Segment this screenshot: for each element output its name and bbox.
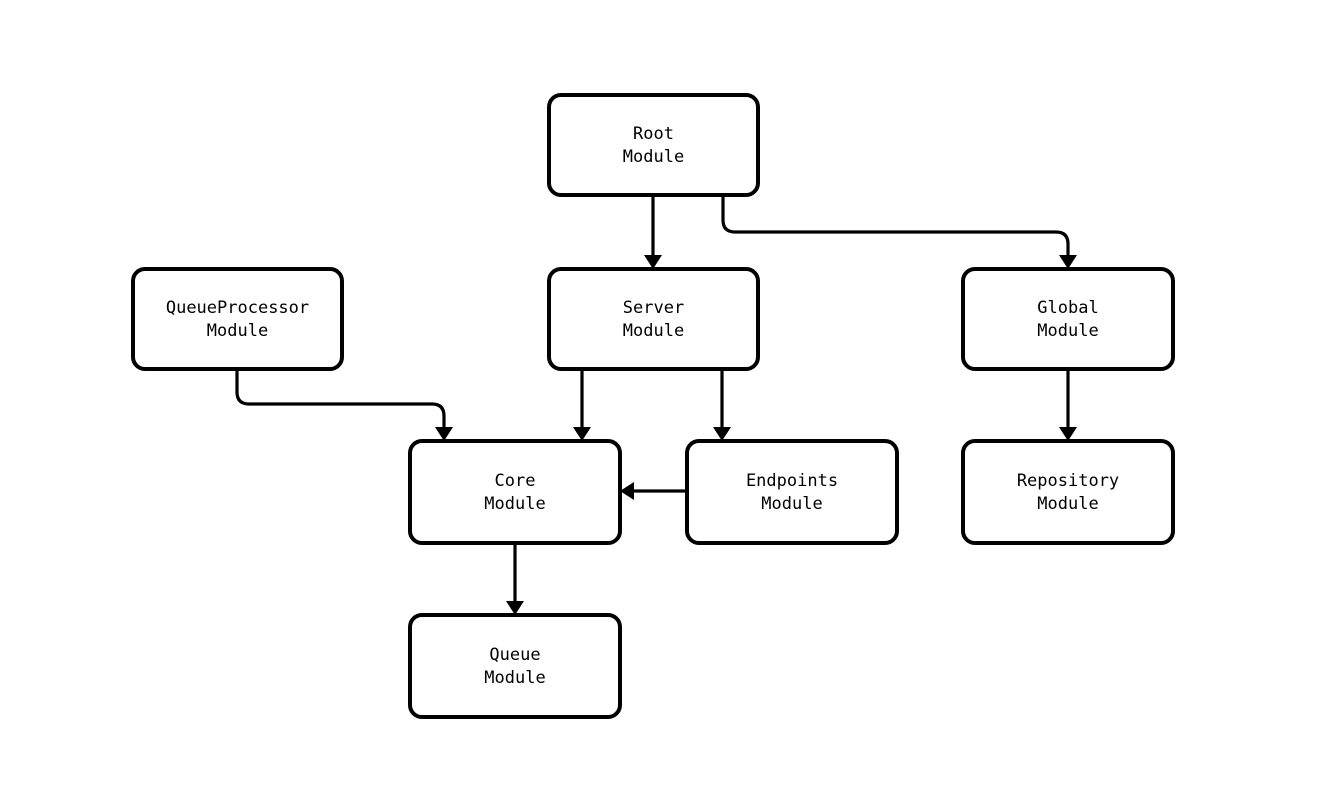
node-label-secondary-queue: Module: [484, 668, 545, 688]
node-label-secondary-root: Module: [623, 147, 684, 167]
arrowhead-core-to-queue: [506, 601, 524, 615]
node-label-primary-server: Server: [623, 298, 684, 318]
node-label-secondary-queueprocessor: Module: [207, 321, 268, 341]
node-label-secondary-server: Module: [623, 321, 684, 341]
edge-queueprocessor-to-core: [235, 369, 453, 441]
node-label-primary-core: Core: [495, 471, 536, 491]
edges-layer: [235, 195, 1077, 615]
node-label-secondary-core: Module: [484, 494, 545, 514]
node-box-server[interactable]: [547, 267, 760, 371]
arrowhead-root-to-server: [644, 255, 662, 269]
node-box-endpoints[interactable]: [685, 439, 899, 545]
node-box-global[interactable]: [961, 267, 1175, 371]
nodes-layer: RootModuleQueueProcessorModuleServerModu…: [131, 93, 1175, 719]
node-label-secondary-repository: Module: [1037, 494, 1098, 514]
node-label-primary-repository: Repository: [1017, 471, 1119, 491]
node-box-core[interactable]: [408, 439, 622, 545]
arrowhead-server-to-endpoints: [713, 427, 731, 441]
edge-line-root-to-global: [721, 195, 1070, 255]
edge-endpoints-to-core: [620, 482, 687, 500]
arrowhead-global-to-repository: [1059, 427, 1077, 441]
node-label-secondary-endpoints: Module: [761, 494, 822, 514]
arrowhead-server-to-core: [573, 427, 591, 441]
node-label-primary-queueprocessor: QueueProcessor: [166, 298, 309, 318]
node-label-primary-root: Root: [633, 124, 674, 144]
arrowhead-root-to-global: [1059, 255, 1077, 269]
node-box-root[interactable]: [547, 93, 760, 197]
node-box-queue[interactable]: [408, 613, 622, 719]
edge-global-to-repository: [1059, 369, 1077, 441]
node-label-primary-endpoints: Endpoints: [746, 471, 838, 491]
node-label-secondary-global: Module: [1037, 321, 1098, 341]
arrowhead-endpoints-to-core: [620, 482, 634, 500]
edge-root-to-server: [644, 195, 662, 269]
edge-server-to-endpoints: [713, 369, 731, 441]
edge-line-queueprocessor-to-core: [235, 369, 446, 427]
arrowhead-queueprocessor-to-core: [435, 427, 453, 441]
edge-core-to-queue: [506, 543, 524, 615]
edge-server-to-core: [573, 369, 591, 441]
node-label-primary-global: Global: [1037, 298, 1098, 318]
edge-root-to-global: [721, 195, 1077, 269]
node-box-queueprocessor[interactable]: [131, 267, 344, 371]
node-label-primary-queue: Queue: [489, 645, 540, 665]
node-box-repository[interactable]: [961, 439, 1175, 545]
